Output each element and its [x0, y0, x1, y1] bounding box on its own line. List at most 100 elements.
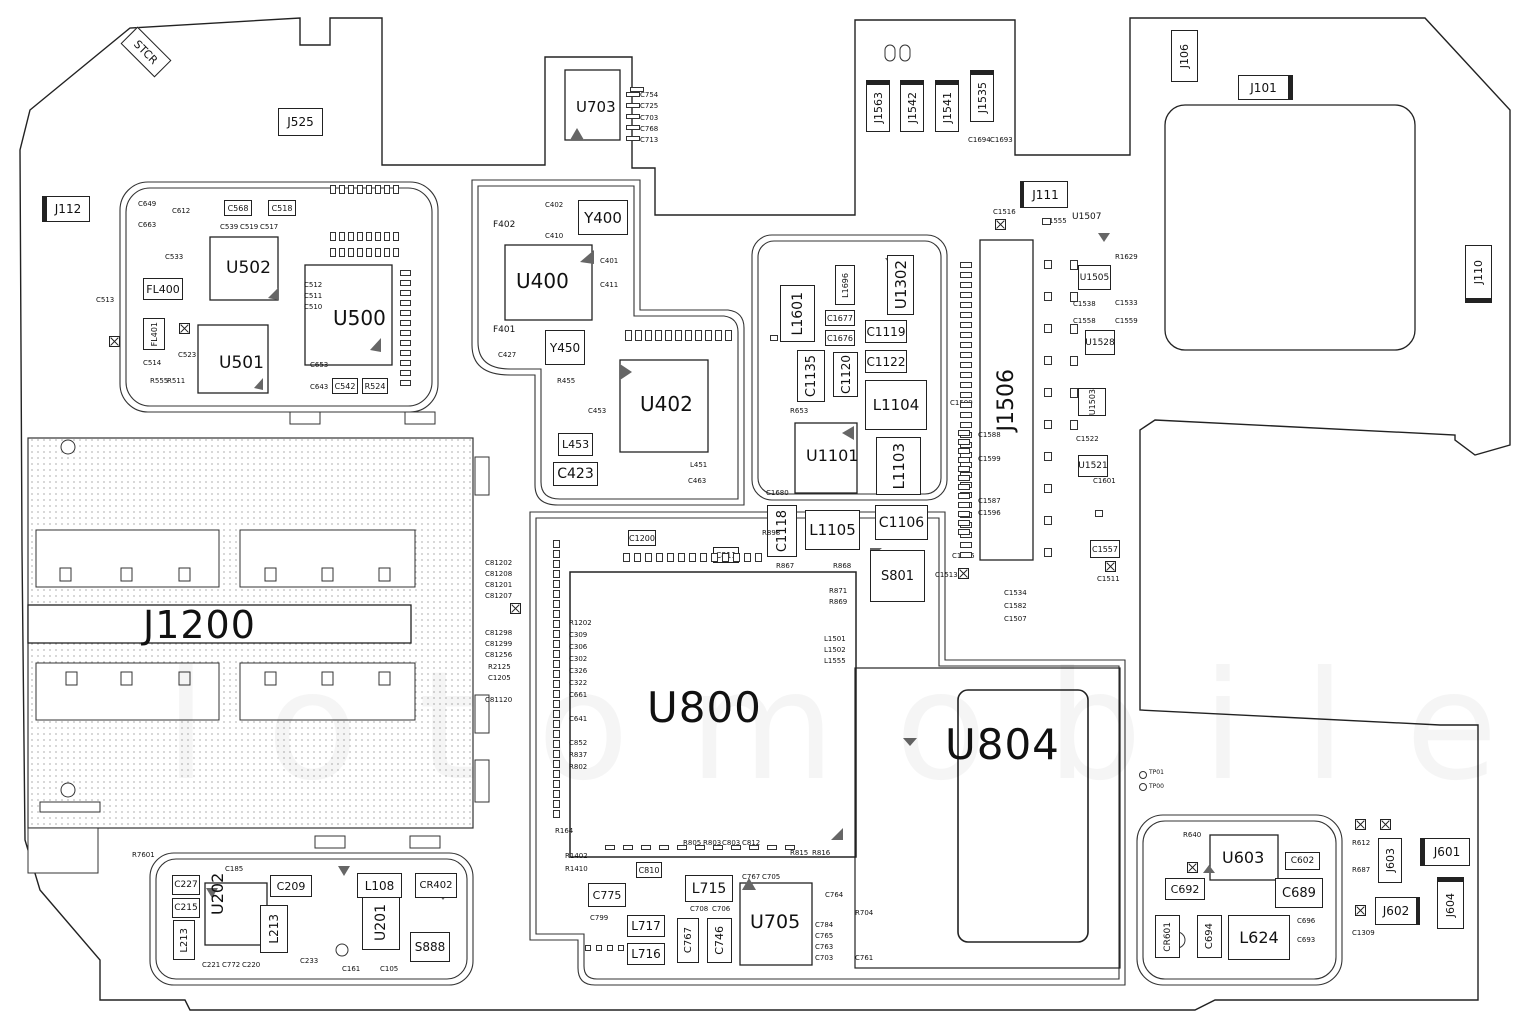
diode-cr601: CR601 [1155, 915, 1180, 958]
smd-pad [960, 322, 972, 328]
smd-pad [655, 330, 662, 341]
smd-pad [960, 312, 972, 318]
label-r816: R816 [812, 849, 831, 857]
fuse-f401-label: F401 [493, 325, 516, 335]
connector-j1535-label: J1535 [975, 82, 989, 114]
label-l1502: L1502 [824, 646, 846, 654]
smd-pad [722, 553, 729, 562]
u603-body [1209, 834, 1279, 881]
capacitor-c1106: C1106 [875, 505, 928, 540]
smd-pad [675, 330, 682, 341]
capacitor-c1135-label: C1135 [803, 354, 819, 398]
label-c706: C706 [712, 905, 731, 913]
smd-pad [770, 335, 778, 341]
diode-cr601-label: CR601 [1162, 921, 1173, 952]
chip-u1505: U1505 [1078, 265, 1111, 290]
capacitor-c1122: C1122 [865, 350, 907, 373]
smd-pad [958, 457, 970, 463]
u500-body [304, 264, 393, 366]
dnp-mark [510, 603, 521, 614]
label-c513: C513 [96, 296, 115, 304]
label-c401: C401 [600, 257, 619, 265]
dnp-mark [109, 336, 120, 347]
capacitor-c694-label: C694 [1204, 923, 1215, 950]
smd-pad [553, 770, 560, 778]
shield-soc [529, 511, 1126, 986]
u800-body [569, 571, 857, 858]
inductor-l1105: L1105 [805, 510, 860, 550]
smd-pad [553, 750, 560, 758]
chip-u201-label: U201 [373, 904, 389, 941]
smd-pad [366, 185, 372, 194]
label-c1601: C1601 [1093, 477, 1116, 485]
filter-fl401-label: FL401 [149, 321, 159, 347]
inductor-l1103: L1103 [876, 437, 921, 495]
smd-pad [1070, 324, 1078, 334]
label-c649: C649 [138, 200, 157, 208]
smd-pad [585, 945, 591, 951]
capacitor-c1120: C1120 [833, 352, 858, 397]
capacitor-c542: C542 [332, 378, 358, 394]
label-c81201: C81201 [485, 581, 513, 589]
label-c703-b: C703 [815, 954, 834, 962]
smd-pad [641, 845, 651, 850]
smd-pad [665, 330, 672, 341]
smd-pad [958, 430, 970, 436]
smd-pad [626, 114, 640, 119]
capacitor-c518: C518 [268, 200, 296, 216]
label-c512: C512 [304, 281, 323, 289]
smd-pad [400, 360, 411, 366]
label-c1596: C1596 [978, 509, 1001, 517]
label-c1587: C1587 [978, 497, 1001, 505]
smd-pad [366, 248, 372, 257]
label-c1534: C1534 [1004, 589, 1027, 597]
connector-j110-label: J110 [1472, 259, 1485, 285]
smd-pad [618, 945, 624, 951]
chip-u804-label: U804 [945, 720, 1060, 769]
dnp-mark [1187, 862, 1198, 873]
label-c427: C427 [498, 351, 517, 359]
label-c517: C517 [260, 223, 279, 231]
label-c1680: C1680 [766, 489, 789, 497]
capacitor-c689: C689 [1275, 878, 1323, 908]
smd-pad [553, 780, 560, 788]
label-c1582: C1582 [1004, 602, 1027, 610]
label-r1629: R1629 [1115, 253, 1138, 261]
smd-pad [755, 553, 762, 562]
smd-pad [958, 529, 970, 535]
capacitor-c775: C775 [588, 883, 626, 907]
label-r837: R837 [569, 751, 588, 759]
smd-pad [400, 300, 411, 306]
smd-pad [960, 362, 972, 368]
smd-pad [400, 340, 411, 346]
smd-pad [553, 580, 560, 588]
label-tp00: TP00 [1149, 783, 1164, 790]
connector-j110: J110 [1465, 245, 1492, 303]
smd-pad [1095, 510, 1103, 517]
chip-u1302: U1302 [887, 255, 914, 315]
smd-pad [960, 262, 972, 268]
smd-pad [1044, 452, 1052, 461]
label-c221: C221 [202, 961, 221, 969]
label-r687: R687 [1352, 866, 1371, 874]
board-outline [19, 17, 1511, 1011]
chip-u1101-label: U1101 [806, 446, 859, 465]
smd-pad [749, 845, 759, 850]
smd-pad [553, 690, 560, 698]
label-c539: C539 [220, 223, 239, 231]
capacitor-c1677: C1677 [825, 310, 855, 326]
inductor-l1103-label: L1103 [889, 442, 908, 490]
smd-pad [553, 620, 560, 628]
smd-pad [1044, 420, 1052, 429]
dnp-mark [179, 323, 190, 334]
label-c1205: C1205 [488, 674, 511, 682]
smd-pad [960, 292, 972, 298]
label-c612: C612 [172, 207, 191, 215]
smd-pad [357, 185, 363, 194]
label-c708: C708 [690, 905, 709, 913]
smd-pad [339, 248, 345, 257]
capacitor-c746-label: C746 [713, 926, 726, 955]
smd-pad [400, 380, 411, 386]
label-c402: C402 [545, 201, 564, 209]
inductor-l213-b-label: L213 [267, 914, 281, 944]
